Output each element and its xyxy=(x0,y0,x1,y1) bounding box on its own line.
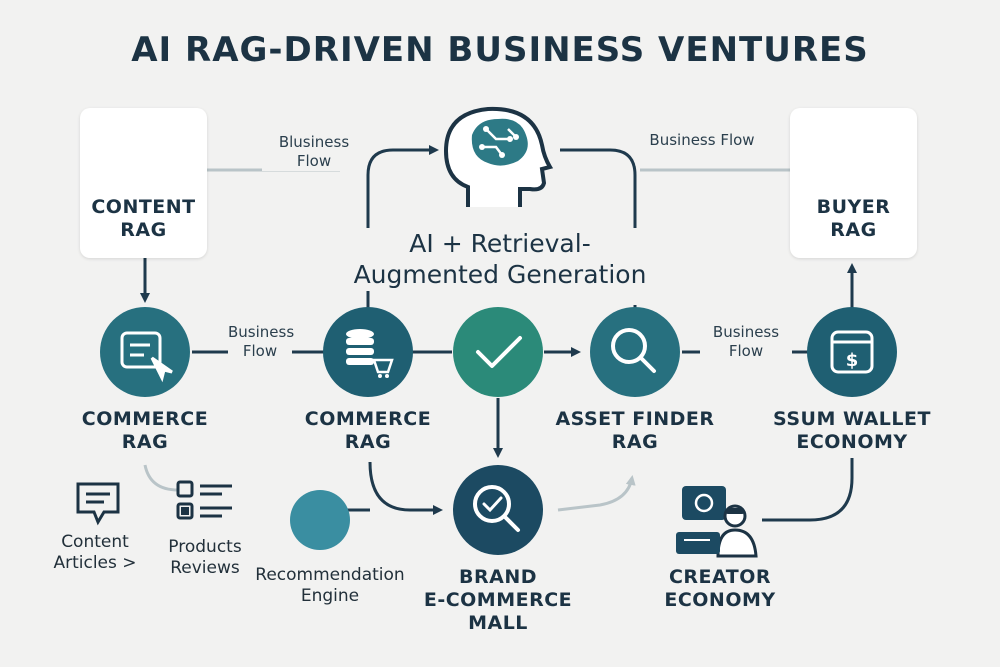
commerce-rag-2-line2: RAG xyxy=(344,430,392,453)
ai-check-circle xyxy=(453,307,543,397)
asset-finder-line1: ASSET FINDER xyxy=(555,408,715,430)
asset-finder-circle xyxy=(590,307,680,397)
commerce-rag-1-line1: COMMERCE xyxy=(81,408,209,430)
creator-economy-line2: ECONOMY xyxy=(664,588,776,611)
products-reviews-line2: Reviews xyxy=(170,558,240,579)
brand-mall-line3: MALL xyxy=(468,611,528,634)
recommendation-line2: Engine xyxy=(300,586,360,607)
creator-economy-line1: CREATOR xyxy=(668,566,772,588)
content-rag-card: CONTENT RAG xyxy=(80,108,207,258)
products-reviews-label: Products Reviews xyxy=(150,537,260,580)
asset-finder-label: ASSET FINDER RAG xyxy=(540,408,730,454)
connector-commerce-to-products xyxy=(143,464,179,492)
brand-mall-label: BRAND E-COMMERCE MALL xyxy=(413,566,583,634)
content-rag-line2: RAG xyxy=(120,218,167,241)
flow-top-left-line1: Blusiness xyxy=(278,133,350,151)
buyer-rag-line2: RAG xyxy=(830,218,877,241)
flow-label-top-right: Business Flow xyxy=(632,131,772,150)
commerce-rag-1-line2: RAG xyxy=(121,430,169,453)
content-articles-line1: Content xyxy=(61,532,129,552)
ssum-wallet-line2: ECONOMY xyxy=(796,430,908,453)
content-articles-line2: Articles > xyxy=(53,553,137,574)
ai-rag-center-label: AI + Retrieval- Augmented Generation xyxy=(300,228,700,291)
center-label-line2: Augmented Generation xyxy=(353,260,647,290)
check-icon xyxy=(476,336,522,368)
wallet-dollar-icon: $ xyxy=(830,330,874,374)
content-rag-line1: CONTENT xyxy=(91,196,196,218)
center-label-line1: AI + Retrieval- xyxy=(409,229,591,258)
creator-economy-label: CREATOR ECONOMY xyxy=(640,566,800,612)
magnifier-icon xyxy=(611,328,656,373)
content-rag-label: CONTENT RAG xyxy=(80,196,207,242)
flow-label-mid-right: Business Flow xyxy=(700,323,792,361)
head-circuit-icon xyxy=(443,106,554,207)
commerce-rag-2-line1: COMMERCE xyxy=(304,408,432,430)
flow-mid-left-line2: Flow xyxy=(242,341,278,360)
content-articles-label: Content Articles > xyxy=(40,532,150,575)
creator-desk-icon xyxy=(676,486,758,558)
flow-label-mid-left: Business Flow xyxy=(228,323,295,361)
connector-commerce-to-ai xyxy=(366,145,439,310)
ssum-wallet-label: SSUM WALLET ECONOMY xyxy=(757,408,947,454)
ssum-wallet-line1: SSUM WALLET xyxy=(773,408,931,430)
buyer-rag-line1: BUYER xyxy=(816,196,891,218)
connector-mall-to-asset xyxy=(557,475,636,512)
buyer-rag-label: BUYER RAG xyxy=(790,196,917,242)
ssum-wallet-circle xyxy=(807,307,897,397)
buyer-rag-card: BUYER RAG xyxy=(790,108,917,258)
database-cart-icon xyxy=(346,329,394,378)
brand-mall-line1: BRAND xyxy=(459,566,537,588)
dark-connectors xyxy=(140,145,857,522)
flow-mid-left-line1: Business xyxy=(228,323,295,341)
flow-top-left-line2: Flow xyxy=(296,151,332,170)
recommendation-line1: Recommendation xyxy=(255,565,405,585)
flow-mid-right-line2: Flow xyxy=(728,341,764,360)
document-cursor-icon xyxy=(120,331,173,383)
flow-label-top-left: Blusiness Flow xyxy=(262,133,366,171)
search-check-icon xyxy=(473,485,520,532)
asset-finder-line2: RAG xyxy=(611,430,659,453)
brand-mall-line2: E-COMMERCE xyxy=(423,588,573,611)
recommendation-engine-label: Recommendation Engine xyxy=(245,565,415,608)
brand-mall-circle xyxy=(453,465,543,555)
commerce-rag-2-label: COMMERCE RAG xyxy=(283,408,453,454)
products-reviews-line1: Products xyxy=(168,537,242,557)
connector-ai-to-asset-right xyxy=(560,148,637,255)
chat-icon xyxy=(76,482,120,526)
commerce-rag-1-label: COMMERCE RAG xyxy=(60,408,230,454)
flow-mid-right-line1: Business xyxy=(712,323,780,341)
connector-commerce2-to-mall xyxy=(368,461,443,515)
commerce-rag-1-circle xyxy=(100,307,190,397)
recommendation-circle xyxy=(290,490,350,550)
svg-text:$: $ xyxy=(846,350,859,371)
connector-creator-to-wallet xyxy=(762,458,854,522)
page-title: AI RAG-DRIVEN BUSINESS VENTURES xyxy=(131,30,869,70)
checklist-icon xyxy=(176,480,232,520)
